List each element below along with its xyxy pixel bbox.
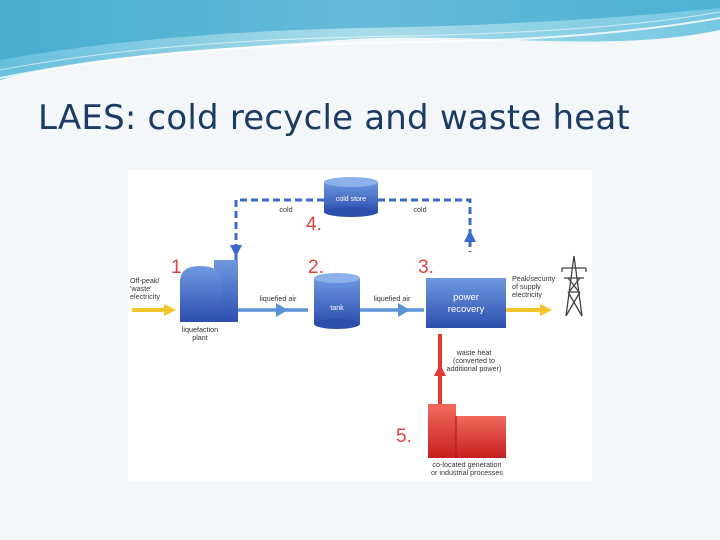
step-number-4: 4. [306,214,322,235]
step-number-5: 5. [396,426,412,447]
output-arrow-head [540,304,552,316]
power-recovery-box [426,278,506,328]
input-label-3: electricity [130,292,160,301]
input-label-2: 'waste' [130,284,152,293]
input-arrow-head [164,304,176,316]
output-label-3: electricity [512,290,542,299]
cold-store-cylinder [324,177,378,217]
colocated-generation-building [428,404,506,458]
waste-heat-label-3: additional power) [447,364,502,373]
cold-left-label: cold [279,205,292,214]
laes-diagram-svg: cold store cold cold 1. 2. 3. 4. 5. Off-… [130,177,587,477]
colocated-label-1: co-located generation [432,460,501,469]
liquefaction-label-1: liquefaction [182,325,218,334]
output-label-1: Peak/security [512,274,556,283]
step-number-2: 2. [308,257,324,278]
power-recovery-label-1: power [453,292,479,303]
waste-heat-arrow-head [434,364,446,376]
output-label-2: of supply [512,282,541,291]
laes-diagram: cold store cold cold 1. 2. 3. 4. 5. Off-… [128,170,592,482]
liquefied-air-label-1: liquefied air [260,294,297,303]
waste-heat-label-1: waste heat [456,348,492,357]
colocated-label-2: or industrial processes [431,468,503,477]
flow-arrow-1 [276,303,288,317]
liquefied-air-label-2: liquefied air [374,294,411,303]
input-label-1: Off-peak/ [130,276,159,285]
tank-cylinder [314,273,360,329]
cold-right-label: cold [413,205,426,214]
power-recovery-label-2: recovery [448,304,485,315]
waste-heat-label-2: (converted to [453,356,495,365]
cold-arrow-up [464,230,476,242]
slide-title: LAES: cold recycle and waste heat [38,98,630,138]
step-number-3: 3. [418,257,434,278]
pylon-icon [561,255,587,317]
cold-store-label: cold store [336,196,366,203]
tank-label: tank [330,305,344,312]
liquefaction-label-2: plant [192,333,208,342]
flow-arrow-2 [398,303,410,317]
cold-loop-left [234,198,324,262]
cold-arrow-down [230,245,242,257]
liquefaction-plant [180,260,238,322]
